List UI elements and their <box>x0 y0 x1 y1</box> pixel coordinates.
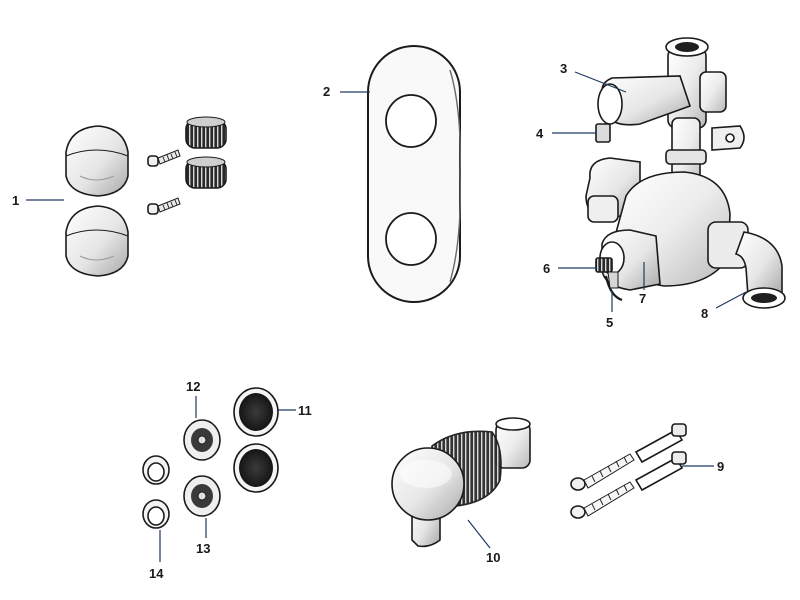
wood-screw-upper <box>570 453 635 491</box>
check-valve-upper <box>183 419 221 461</box>
label-2: 2 <box>323 84 330 99</box>
label-4: 4 <box>536 126 544 141</box>
cover-plate <box>367 45 461 303</box>
label-7: 7 <box>639 291 646 306</box>
wall-plug-lower <box>634 451 687 492</box>
label-11: 11 <box>298 403 312 418</box>
knob-upper <box>65 125 129 197</box>
wall-outlet-elbow <box>391 417 531 548</box>
filter-mesh-lower <box>233 443 279 493</box>
leader-lines <box>26 71 747 562</box>
valve-body-assembly <box>585 37 786 309</box>
washer-lower <box>142 499 170 529</box>
leader-3 <box>574 71 627 93</box>
check-valve-lower <box>183 475 221 517</box>
label-8: 8 <box>701 306 708 321</box>
grub-screw-upper <box>147 149 181 167</box>
label-3: 3 <box>560 61 567 76</box>
label-5: 5 <box>606 315 613 330</box>
part-labels: 1 2 3 4 5 6 7 8 9 10 11 12 13 14 <box>12 61 724 581</box>
filter-mesh-upper <box>233 387 279 437</box>
wood-screw-lower <box>570 481 635 519</box>
grub-screw-lower <box>147 197 181 215</box>
label-6: 6 <box>543 261 550 276</box>
leader-10 <box>467 519 491 549</box>
leader-8 <box>715 291 747 309</box>
label-10: 10 <box>486 550 500 565</box>
label-1: 1 <box>12 193 19 208</box>
spline-adapter-lower <box>185 156 227 189</box>
label-9: 9 <box>717 459 724 474</box>
wall-plug-upper <box>634 423 687 464</box>
washer-upper <box>142 455 170 485</box>
label-14: 14 <box>149 566 164 581</box>
spline-adapter-upper <box>185 116 227 149</box>
label-13: 13 <box>196 541 210 556</box>
knob-lower <box>65 205 129 277</box>
label-12: 12 <box>186 379 200 394</box>
